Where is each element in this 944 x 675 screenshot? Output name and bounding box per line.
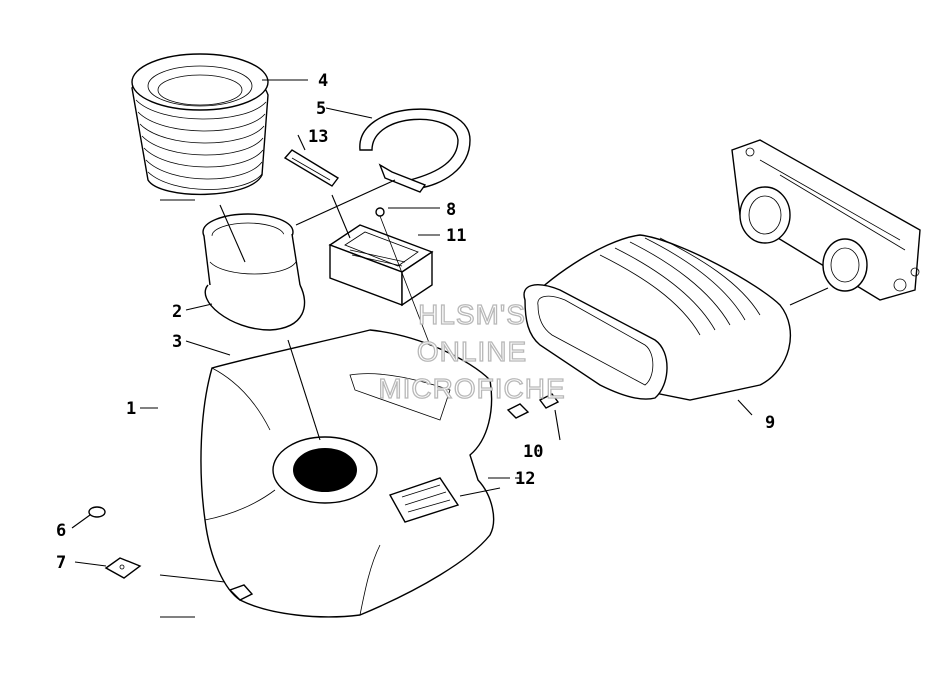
carburetor-assembly — [731, 139, 921, 301]
callout-5: 5 — [316, 99, 326, 119]
part-5-clamp — [359, 108, 471, 193]
part-2-adapter — [202, 213, 306, 331]
callout-9: 9 — [765, 413, 775, 433]
callout-10: 10 — [523, 442, 543, 462]
watermark-line-3: MICROFICHE — [378, 373, 565, 404]
callout-2: 2 — [172, 302, 182, 322]
part-10-bolts — [506, 393, 560, 419]
part-9-duct — [523, 234, 792, 401]
callout-4: 4 — [318, 71, 328, 91]
callout-labels: 4 5 13 8 11 2 3 1 9 10 12 6 7 — [56, 71, 775, 573]
part-4-bellows — [131, 53, 269, 196]
part-11-block — [328, 224, 434, 307]
callout-1: 1 — [126, 399, 136, 419]
callout-3: 3 — [172, 332, 182, 352]
callout-8: 8 — [446, 200, 456, 220]
callout-13: 13 — [308, 127, 328, 147]
callout-6: 6 — [56, 521, 66, 541]
part-13-strip — [283, 149, 340, 187]
callout-12: 12 — [515, 469, 535, 489]
callout-7: 7 — [56, 553, 66, 573]
part-6-grommet — [88, 506, 106, 518]
watermark-line-1: HLSM'S — [418, 299, 526, 330]
leader-lines — [71, 79, 829, 618]
watermark: HLSM'S ONLINE MICROFICHE — [378, 298, 566, 404]
watermark-line-2: ONLINE — [417, 336, 527, 367]
callout-11: 11 — [446, 226, 466, 246]
airbox-opening — [293, 448, 357, 492]
warning-label — [388, 477, 460, 523]
part-7-bracket — [104, 557, 142, 579]
part-1-airbox — [200, 329, 495, 618]
